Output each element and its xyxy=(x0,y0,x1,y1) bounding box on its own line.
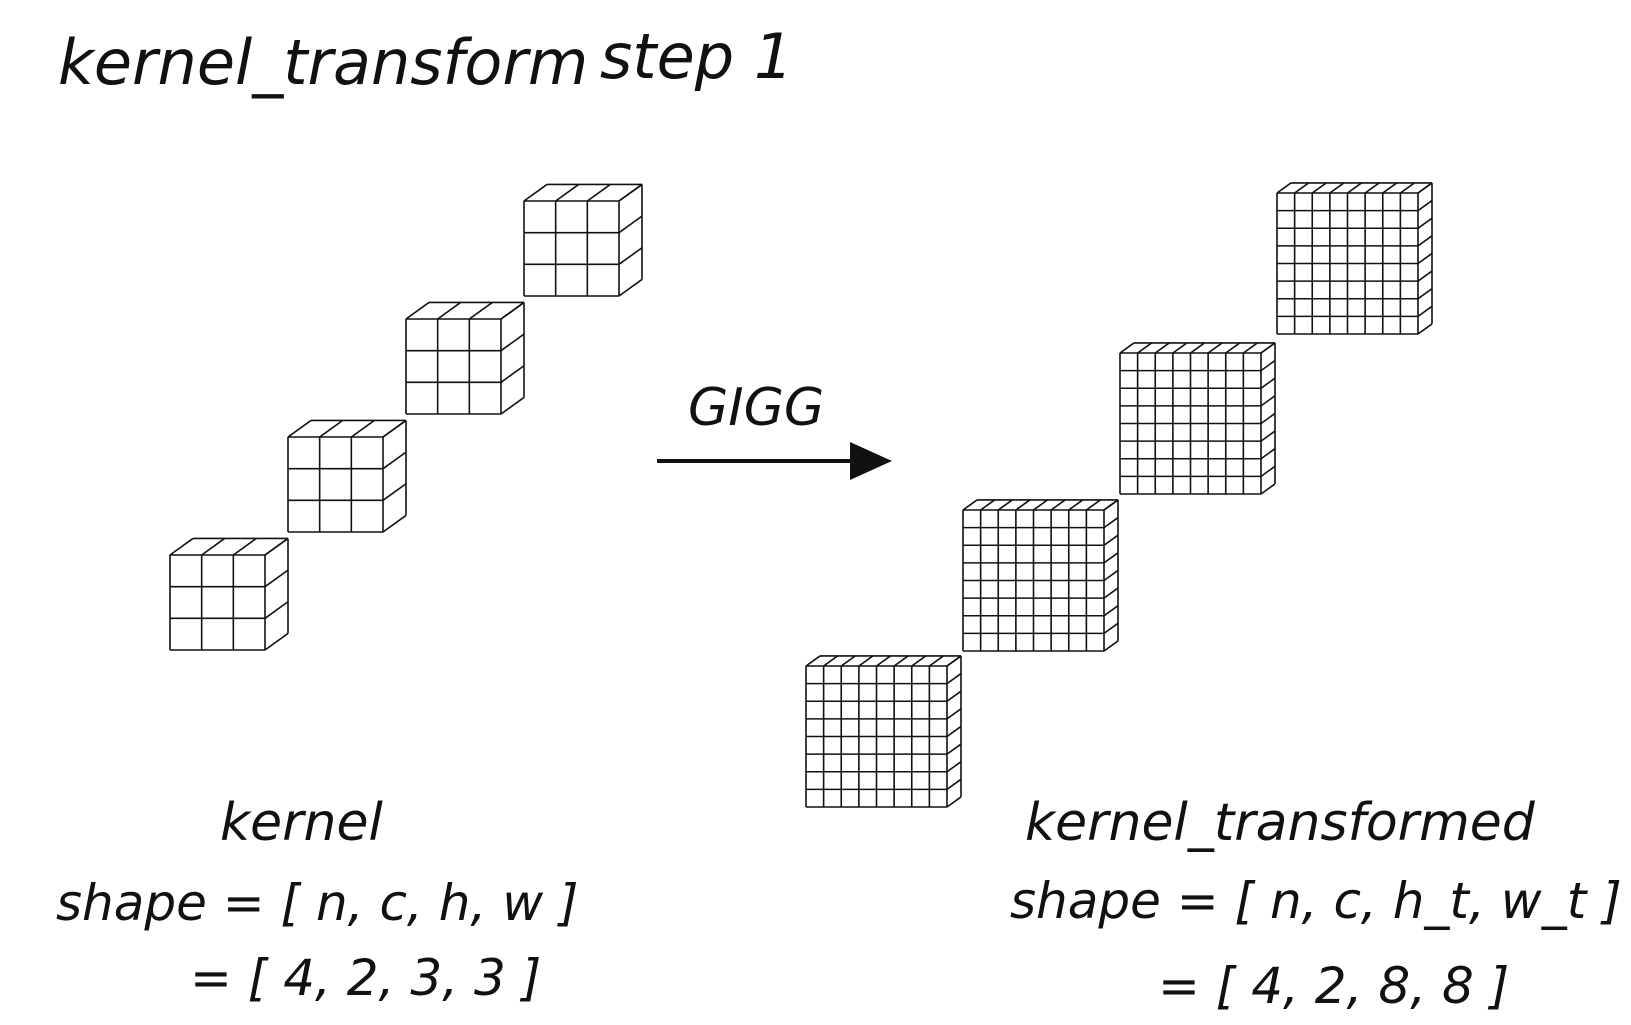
kernel-block xyxy=(169,537,289,651)
kernel-transformed-block xyxy=(962,499,1119,652)
kernel-transformed-shape-symbolic: shape = [ n, c, h_t, w_t ] xyxy=(1010,872,1622,930)
transform-label: GIGG xyxy=(688,378,824,438)
kernel-transformed-block xyxy=(1276,182,1433,335)
kernel-shape-values: = [ 4, 2, 3, 3 ] xyxy=(190,949,541,1007)
kernel-blocks xyxy=(169,183,643,651)
kernel-transformed-blocks xyxy=(805,182,1433,808)
kernel-shape-symbolic: shape = [ n, c, h, w ] xyxy=(56,874,579,932)
kernel-transformed-block xyxy=(1119,342,1276,495)
right-arrow-icon xyxy=(657,442,892,480)
diagram-title: kernel_transform xyxy=(58,26,588,99)
kernel-block xyxy=(287,419,407,533)
kernel-transformed-block xyxy=(805,655,962,808)
kernel-block xyxy=(405,301,525,415)
kernel-label: kernel xyxy=(220,793,383,853)
step-label: step 1 xyxy=(600,20,793,93)
kernel-transformed-label: kernel_transformed xyxy=(1025,793,1536,853)
kernel-block xyxy=(523,183,643,297)
kernel-transformed-shape-values: = [ 4, 2, 8, 8 ] xyxy=(1158,957,1509,1015)
